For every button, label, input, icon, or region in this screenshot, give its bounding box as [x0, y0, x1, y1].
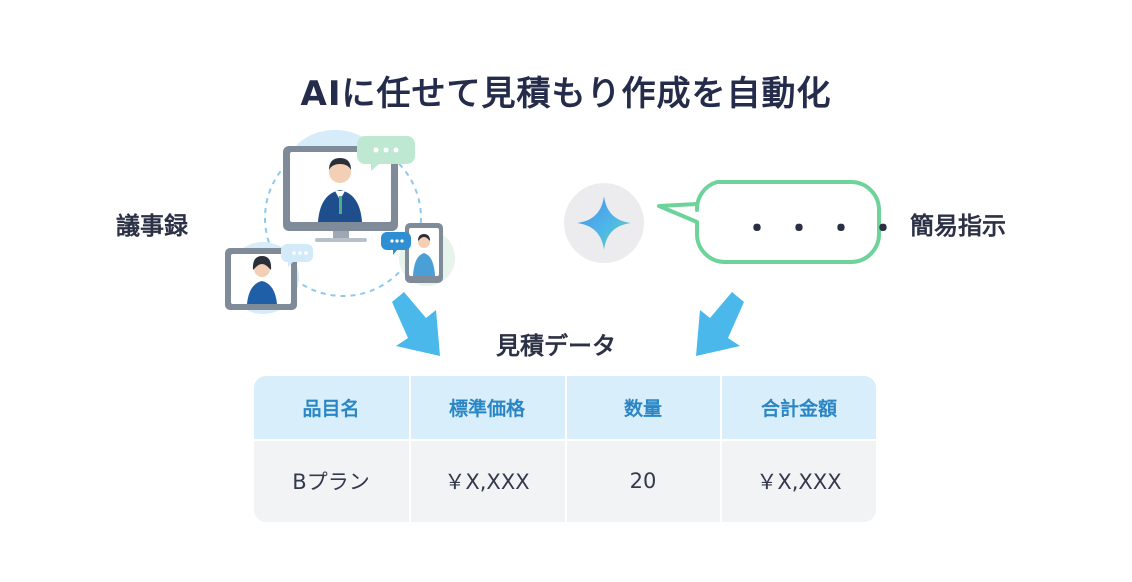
header-quantity: 数量 — [623, 398, 662, 420]
arrow-down-icon-right — [696, 292, 744, 356]
arrow-down-icon — [392, 292, 440, 356]
table-cell-total-amount: ￥X,XXX — [756, 469, 842, 494]
speech-dots: ・・・・ — [742, 212, 910, 247]
table-cell-item-name: Bプラン — [292, 469, 370, 494]
left-label: 議事録 — [116, 212, 188, 240]
connection-ring — [264, 139, 422, 297]
table-cell-quantity: 20 — [629, 468, 657, 493]
header-total-amount: 合計金額 — [760, 398, 837, 420]
page-title: AIに任せて見積もり作成を自動化 — [300, 74, 832, 114]
header-item-name: 品目名 — [302, 398, 360, 420]
column-divider — [409, 376, 411, 522]
meeting-video-icon — [225, 130, 455, 314]
column-divider — [720, 376, 722, 522]
main-screen — [290, 152, 391, 222]
right-label: 簡易指示 — [910, 212, 1006, 240]
ai-sparkle-icon — [564, 183, 644, 263]
estimate-table: 品目名 標準価格 数量 合計金額 Bプラン ￥X,XXX 20 ￥X,XXX — [254, 376, 876, 522]
speech-bubble-icon — [657, 180, 881, 264]
table-cell-standard-price: ￥X,XXX — [444, 469, 530, 494]
estimate-data-label: 見積データ — [496, 332, 616, 360]
column-divider — [565, 376, 567, 522]
header-standard-price: 標準価格 — [448, 398, 525, 420]
